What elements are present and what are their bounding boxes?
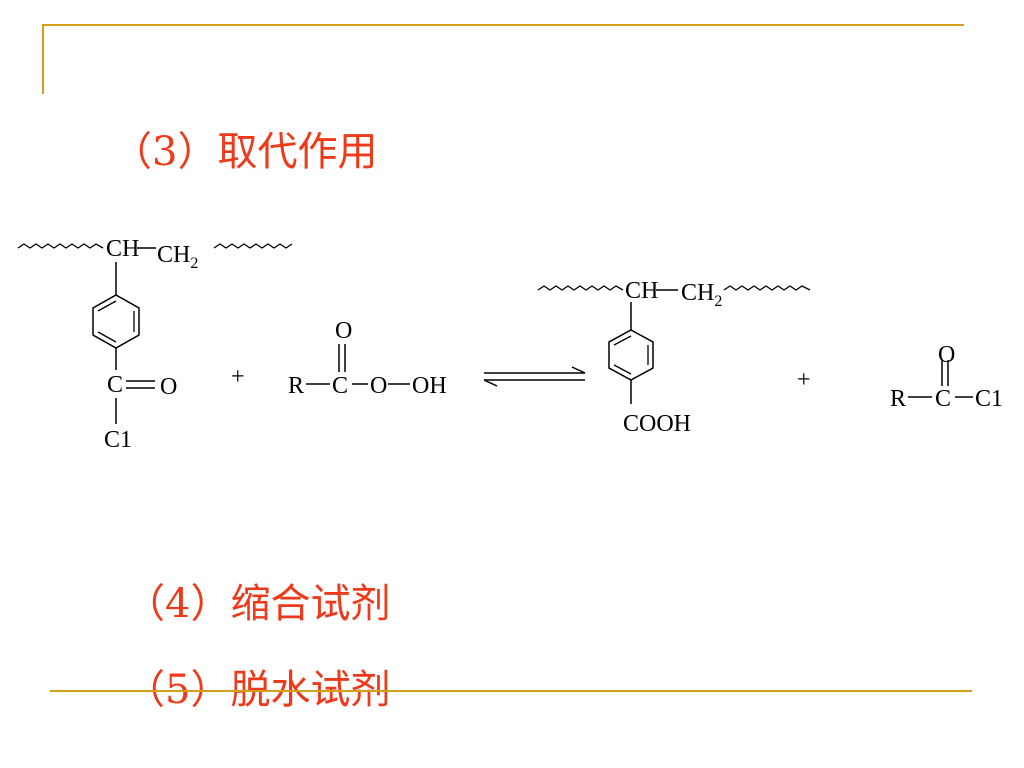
product-benzene-ring	[608, 329, 654, 381]
plus-sign-1: +	[231, 364, 245, 390]
carbonyl-c-label: C	[107, 372, 123, 398]
acid-c-label: C	[332, 373, 348, 399]
equilibrium-arrow	[483, 366, 586, 387]
ring-double-bond	[97, 300, 117, 312]
product-chain-left	[537, 285, 624, 291]
chlorine-label: C1	[104, 427, 132, 453]
r-group-label: R	[288, 373, 304, 399]
plus-sign-2: +	[797, 367, 811, 393]
polymer-chain-left	[17, 243, 104, 249]
benzene-ring	[92, 294, 140, 349]
product-o-label: O	[938, 342, 955, 368]
acid-o-top-label: O	[335, 318, 352, 344]
reactant-polymer-acyl-chloride: CH CH2 C O C1	[17, 236, 293, 453]
ch2-label: CH2	[157, 242, 198, 272]
forward-arrow-head	[571, 366, 586, 374]
heading-substitution: （3）取代作用	[112, 129, 378, 175]
ring-double-bond	[97, 331, 117, 343]
oh-label: OH	[412, 373, 447, 399]
product-c-label: C	[935, 386, 951, 412]
polymer-chain-right	[213, 243, 293, 249]
acid-o-mid-label: O	[370, 373, 387, 399]
frame-top-line	[42, 24, 964, 26]
product-ch-label: CH	[625, 278, 658, 304]
heading-condensation-reagent: （4）缩合试剂	[125, 581, 391, 627]
frame-bottom-line	[50, 690, 972, 692]
product-r-label: R	[890, 386, 906, 412]
product-cl-label: C1	[975, 386, 1003, 412]
ring-double-bond	[613, 364, 632, 375]
frame-left-line	[42, 24, 44, 94]
product-acyl-chloride: R C O C1	[890, 342, 1003, 412]
ring-double-bond	[613, 335, 632, 346]
cooh-label: COOH	[623, 411, 691, 437]
ch-label: CH	[106, 236, 139, 262]
product-chain-right	[723, 285, 811, 291]
carbonyl-o-label: O	[160, 374, 177, 400]
reactant-peroxy-acid: R C O O OH	[288, 318, 447, 399]
reverse-arrow-head	[483, 379, 498, 387]
product-ch2-label: CH2	[681, 280, 722, 310]
product-polymer-carboxylic-acid: CH CH2 COOH	[537, 278, 811, 437]
